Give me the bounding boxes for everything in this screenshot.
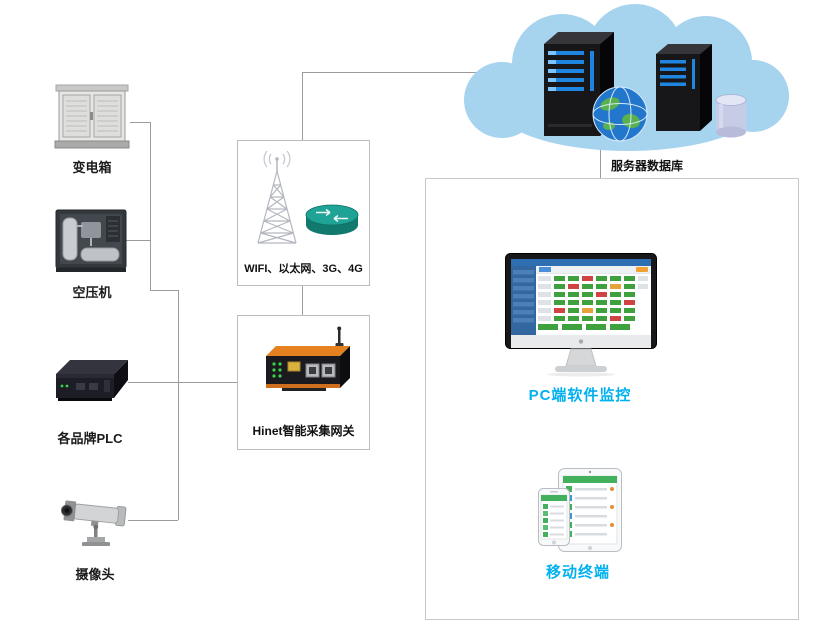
cloud-icon <box>464 4 789 151</box>
network-box-label: WIFI、以太网、3G、4G <box>244 263 363 275</box>
router-icon <box>305 204 359 235</box>
connector-plc-to-gateway <box>128 382 237 383</box>
connector-bus-jog <box>150 290 179 291</box>
smartphone-icon <box>538 488 570 546</box>
connector-cloud-to-panel <box>600 149 601 178</box>
transformer-cabinet-icon <box>54 84 130 149</box>
cloud-label: 服务器数据库 <box>611 159 684 173</box>
device-label-transformer: 变电箱 <box>72 160 112 175</box>
connector-gateway-to-network <box>302 286 303 315</box>
network-box: WIFI、以太网、3G、4G <box>237 140 370 286</box>
cctv-camera-icon <box>60 500 127 546</box>
server-tower-icon <box>656 44 712 131</box>
connector-camera-tap <box>128 520 178 521</box>
plc-device-icon <box>56 360 128 401</box>
air-compressor-icon <box>55 209 127 272</box>
connector-bus-left-lower <box>178 290 179 520</box>
gateway-box-label: Hinet智能采集网关 <box>252 424 355 438</box>
connector-to-cloud <box>302 72 500 73</box>
device-label-compressor: 空压机 <box>72 285 112 300</box>
connector-bus-left-upper <box>150 122 151 291</box>
imac-monitor-icon <box>505 253 657 377</box>
globe-icon <box>592 86 648 142</box>
database-cylinder-icon <box>715 94 747 138</box>
pc-monitoring-label: PC端软件监控 <box>528 387 632 404</box>
server-tower-icon <box>544 32 614 136</box>
device-label-plc: 各品牌PLC <box>57 431 123 446</box>
tablet-icon <box>558 468 622 552</box>
connector-transformer-tap <box>130 122 150 123</box>
gateway-box: Hinet智能采集网关 <box>237 315 370 450</box>
signal-tower-icon <box>257 151 297 244</box>
gateway-device-icon <box>266 326 350 391</box>
device-label-camera: 摄像头 <box>75 567 115 582</box>
mobile-terminal-label: 移动终端 <box>545 564 610 581</box>
connector-network-riser <box>302 72 303 140</box>
connector-compressor-tap <box>125 240 150 241</box>
